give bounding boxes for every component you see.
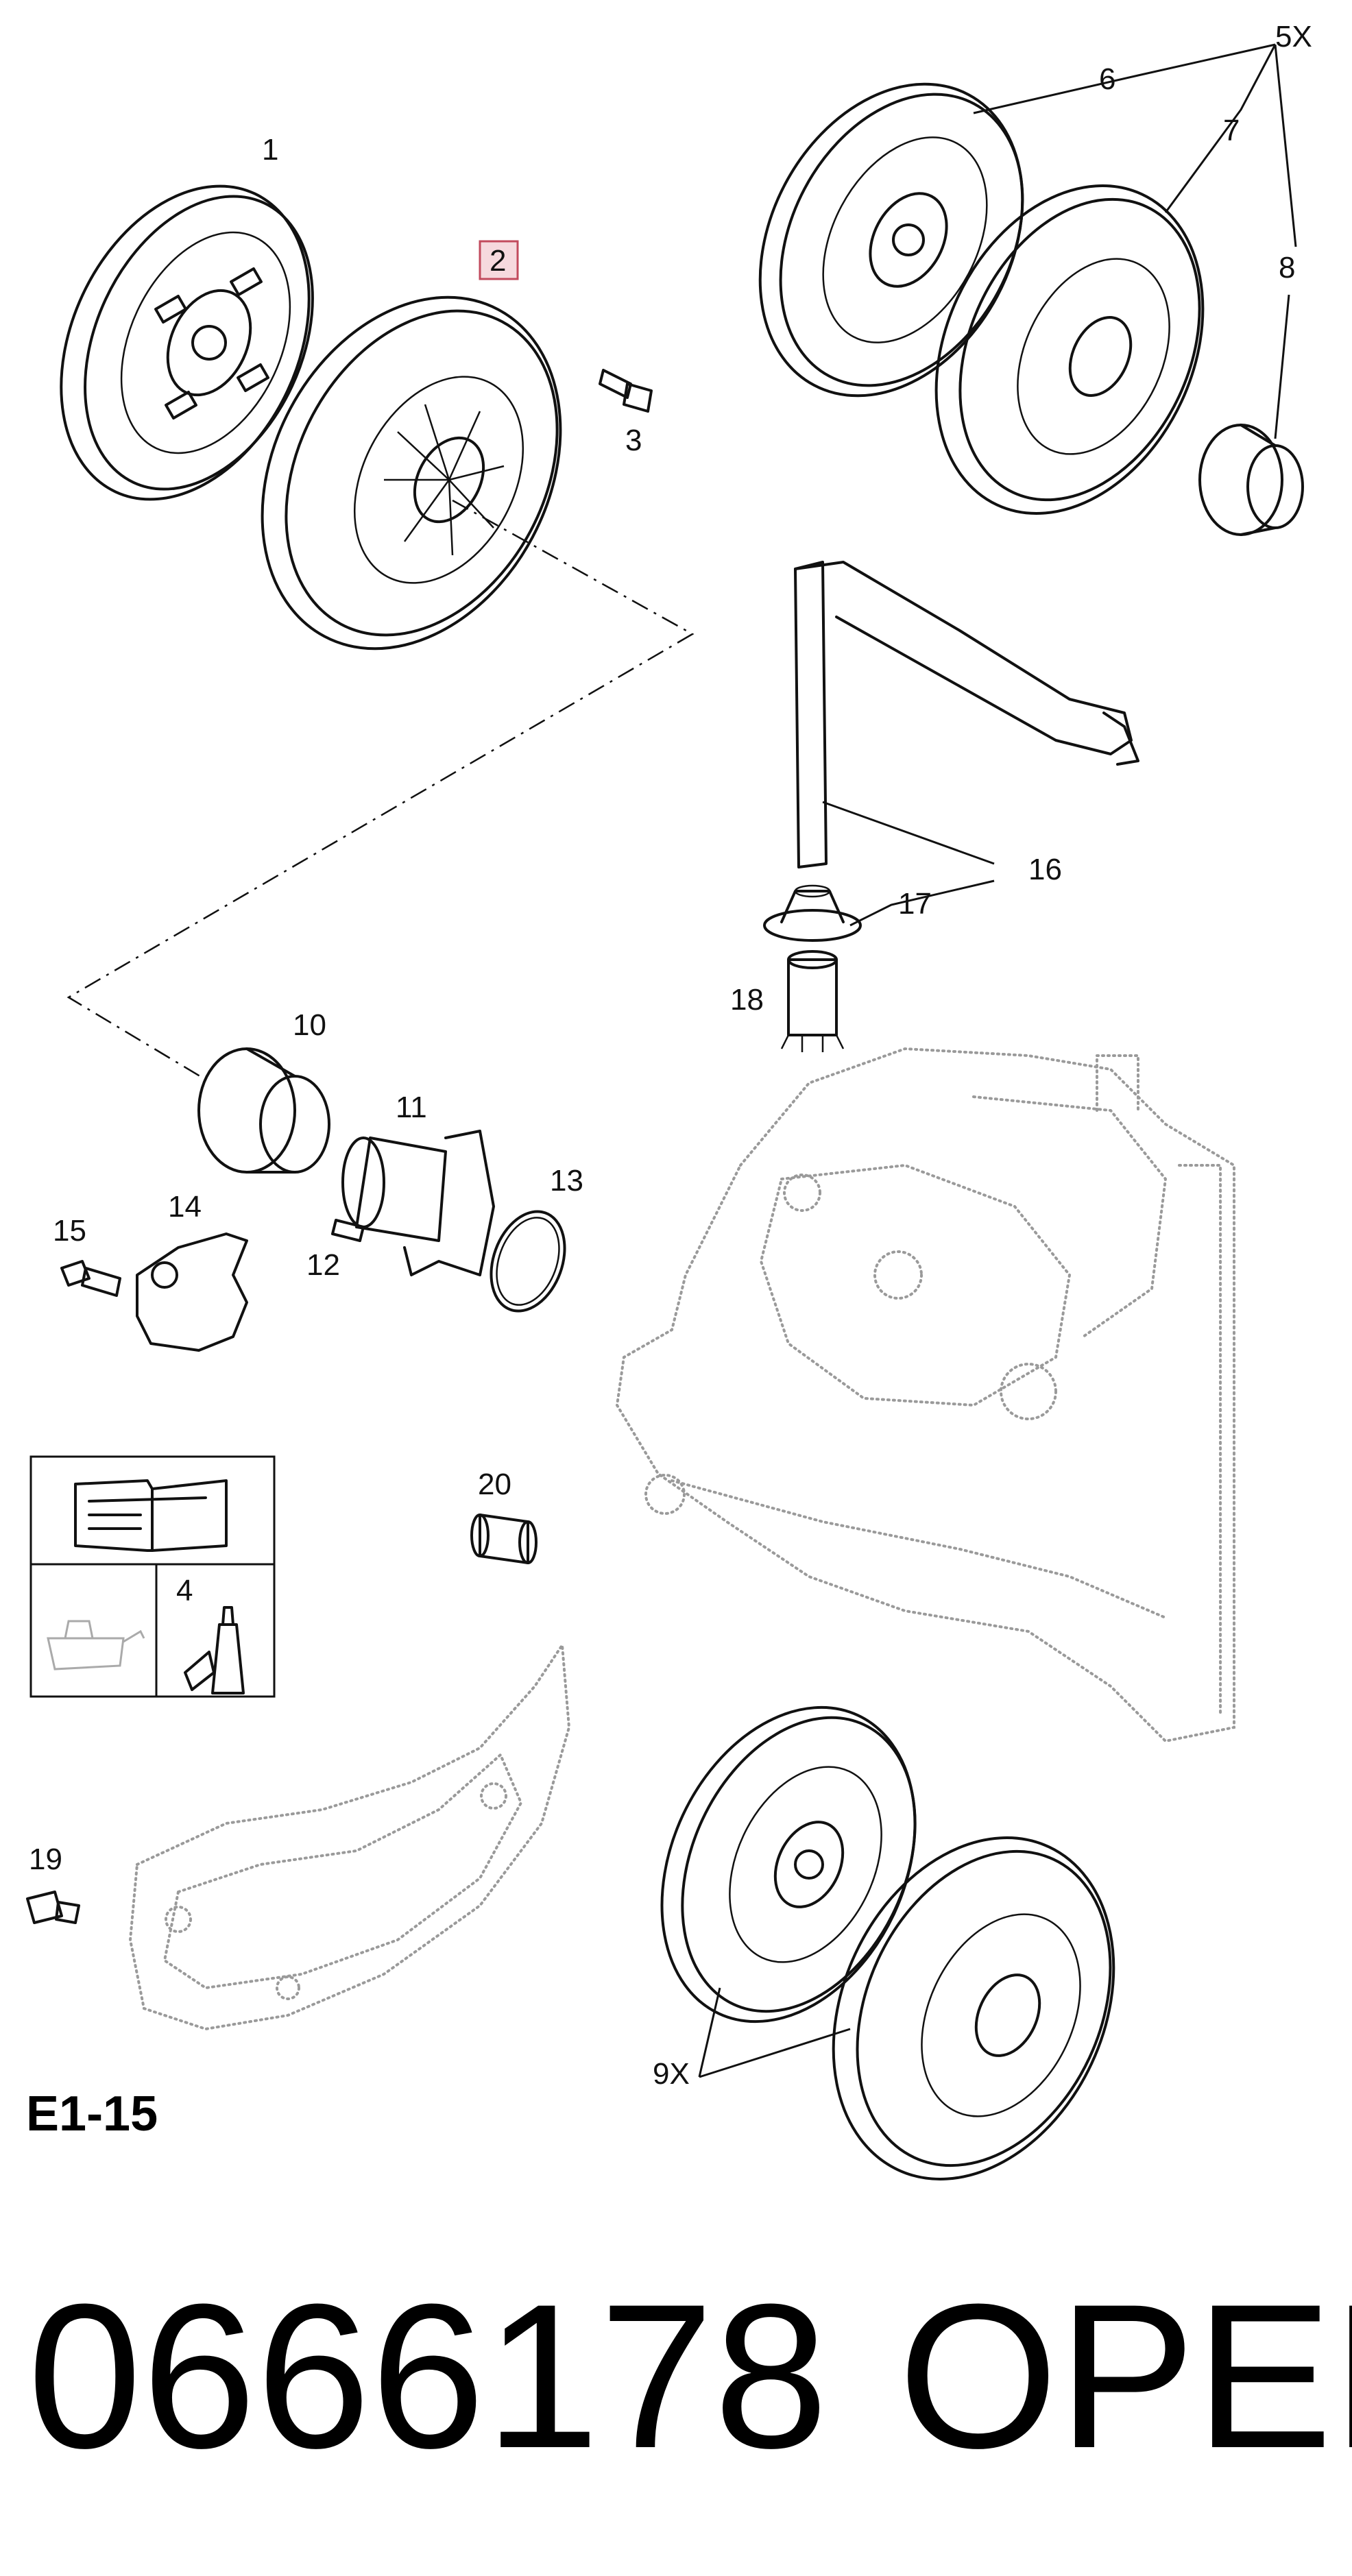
callout-12: 12 bbox=[306, 1248, 340, 1282]
callout-6: 6 bbox=[1099, 62, 1115, 96]
callout-8: 8 bbox=[1279, 251, 1295, 284]
pressure-plate-2 bbox=[261, 295, 562, 651]
callout-16: 16 bbox=[1028, 853, 1062, 886]
pressure-plate-9 bbox=[832, 1836, 1115, 2180]
o-ring-13 bbox=[490, 1210, 566, 1313]
bush-20 bbox=[470, 1514, 538, 1564]
callout-4: 4 bbox=[176, 1574, 193, 1607]
callout-13: 13 bbox=[550, 1164, 583, 1198]
bolt-15 bbox=[60, 1260, 121, 1297]
assembly-axis-line bbox=[67, 499, 695, 1081]
callout-14: 14 bbox=[168, 1190, 202, 1224]
callout-3: 3 bbox=[625, 424, 642, 457]
release-bearing-8 bbox=[1198, 424, 1304, 536]
repair-manual-icon bbox=[74, 1479, 228, 1552]
release-bearing-10 bbox=[197, 1047, 330, 1174]
callout-17: 17 bbox=[898, 887, 932, 921]
guide-sleeve-11 bbox=[341, 1130, 495, 1276]
service-symbol-panel bbox=[29, 1455, 276, 1698]
clutch-cover-plate-ghost bbox=[128, 1641, 571, 2031]
callout-18: 18 bbox=[730, 983, 764, 1017]
oil-can-icon bbox=[47, 1620, 145, 1670]
callout-5x: 5X bbox=[1275, 20, 1312, 53]
callout-1: 1 bbox=[262, 133, 278, 167]
bushing-18 bbox=[780, 950, 845, 1052]
callout-15: 15 bbox=[53, 1214, 86, 1248]
brand-name: OPEL bbox=[898, 2261, 1352, 2491]
grease-tube-icon bbox=[184, 1606, 245, 1694]
callout-10: 10 bbox=[293, 1008, 326, 1042]
transmission-housing-ghost bbox=[615, 1047, 1235, 1743]
section-code: E1-15 bbox=[26, 2087, 158, 2141]
bolt-3 bbox=[599, 369, 653, 413]
clutch-disc-1 bbox=[60, 184, 314, 501]
boot-17 bbox=[763, 884, 862, 942]
part-number: 0666178 bbox=[27, 2261, 828, 2491]
callout-11: 11 bbox=[396, 1091, 427, 1124]
callout-2-highlight bbox=[479, 240, 519, 280]
release-shaft-16 bbox=[794, 561, 1139, 868]
callout-2: 2 bbox=[490, 244, 506, 278]
clutch-disc-6 bbox=[758, 82, 1024, 398]
callout-7: 7 bbox=[1223, 114, 1240, 147]
callout-20: 20 bbox=[478, 1468, 511, 1501]
screw-12 bbox=[331, 1219, 365, 1242]
bolt-19 bbox=[26, 1891, 80, 1924]
callout-labels: 1 2 3 4 5X 6 7 8 9X 10 11 12 13 14 15 16… bbox=[29, 20, 1312, 2091]
clutch-disc-9 bbox=[660, 1705, 917, 2024]
callout-9x: 9X bbox=[653, 2057, 690, 2091]
callout-19: 19 bbox=[29, 1843, 62, 1876]
release-fork-14 bbox=[136, 1232, 248, 1352]
pressure-plate-7 bbox=[934, 184, 1205, 515]
leader-lines bbox=[698, 43, 1297, 2078]
